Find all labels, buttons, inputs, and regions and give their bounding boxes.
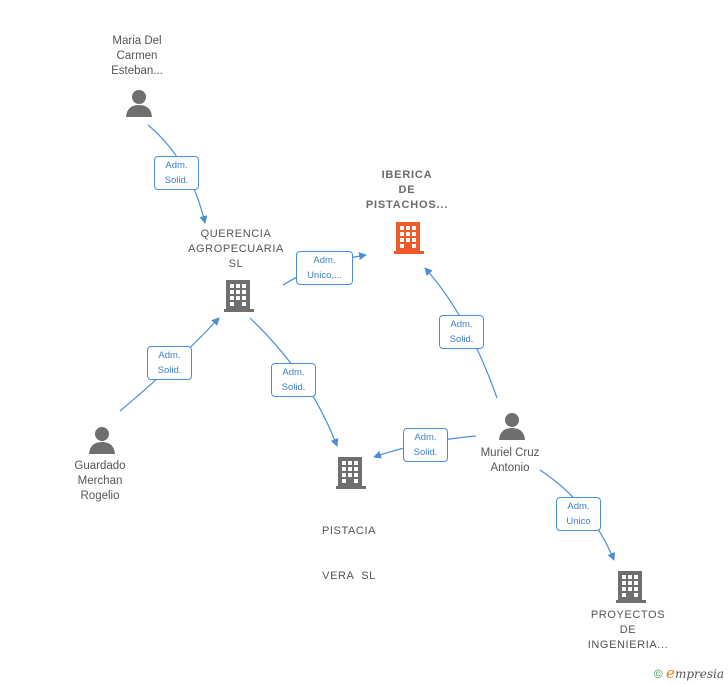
node-label-line: Merchan (77, 475, 123, 487)
brand-initial: e (666, 664, 675, 682)
building-icon[interactable] (336, 455, 366, 489)
node-label-guardado[interactable]: Guardado Merchan Rogelio (50, 459, 150, 504)
edge-label-line: Solid. (164, 175, 189, 186)
node-label-line: Muriel Cruz (480, 447, 540, 459)
node-label-line: Guardado (74, 460, 126, 472)
node-label-line: INGENIERIA... (587, 639, 669, 651)
edge-label-line: Unico,... (307, 270, 342, 281)
edge-label-line: Unico (566, 516, 591, 527)
node-label-line: VERA SL (322, 570, 376, 582)
node-label-querencia[interactable]: QUERENCIA AGROPECUARIA SL (176, 227, 296, 272)
node-label-iberica[interactable]: IBERICA DE PISTACHOS... (352, 168, 462, 213)
edge-label-muriel-proyectos[interactable]: Adm. Unico (556, 497, 601, 531)
node-label-pistacia[interactable]: PISTACIA VERA SL (299, 494, 399, 599)
building-icon[interactable] (224, 278, 254, 312)
edge-label-muriel-iberica[interactable]: Adm. Solid. (439, 315, 484, 349)
node-label-line: PISTACHOS... (365, 199, 449, 211)
node-label-line: SL (228, 258, 244, 270)
node-label-line: Rogelio (80, 490, 120, 502)
edge-label-maria-querencia[interactable]: Adm. Solid. (154, 156, 199, 190)
edge-label-guardado-querencia[interactable]: Adm. Solid. (147, 346, 192, 380)
node-label-line: Antonio (490, 462, 530, 474)
edge-label-line: Adm. (450, 319, 473, 330)
edge-label-line: Adm. (282, 367, 305, 378)
person-icon[interactable] (496, 411, 528, 441)
building-icon[interactable] (616, 569, 646, 603)
edge-label-line: Solid. (449, 334, 474, 345)
node-label-line: QUERENCIA (200, 228, 272, 240)
node-label-line: Carmen (116, 50, 158, 62)
node-label-line: DE (619, 624, 637, 636)
node-label-proyectos[interactable]: PROYECTOS DE INGENIERIA... (578, 608, 678, 653)
edge-label-querencia-iberica[interactable]: Adm. Unico,... (296, 251, 353, 285)
node-label-line: DE (398, 184, 416, 196)
edge-label-line: Solid. (281, 382, 306, 393)
node-label-muriel[interactable]: Muriel Cruz Antonio (462, 446, 558, 476)
person-icon[interactable] (123, 88, 155, 118)
node-label-line: PISTACIA (321, 525, 377, 537)
person-icon[interactable] (86, 425, 118, 455)
edge-label-line: Adm. (414, 432, 437, 443)
edge-label-querencia-pistacia[interactable]: Adm. Solid. (271, 363, 316, 397)
building-icon-focus[interactable] (394, 220, 424, 254)
edge-label-line: Adm. (158, 350, 181, 361)
edge-label-line: Adm. (567, 501, 590, 512)
edge-label-muriel-pistacia[interactable]: Adm. Solid. (403, 428, 448, 462)
edge-label-line: Solid. (413, 447, 438, 458)
edge-label-line: Adm. (165, 160, 188, 171)
node-label-line: IBERICA (381, 169, 433, 181)
node-label-line: PROYECTOS (590, 609, 666, 621)
edge-label-line: Solid. (157, 365, 182, 376)
brand-name: mpresia (674, 667, 724, 681)
node-label-line: AGROPECUARIA (188, 243, 284, 255)
node-label-maria[interactable]: Maria Del Carmen Esteban... (88, 34, 186, 79)
edge-label-line: Adm. (313, 255, 336, 266)
empresia-watermark: © empresia (654, 664, 724, 682)
copyright-icon: © (653, 667, 663, 681)
node-label-line: Maria Del (112, 35, 162, 47)
node-label-line: Esteban... (111, 65, 163, 77)
